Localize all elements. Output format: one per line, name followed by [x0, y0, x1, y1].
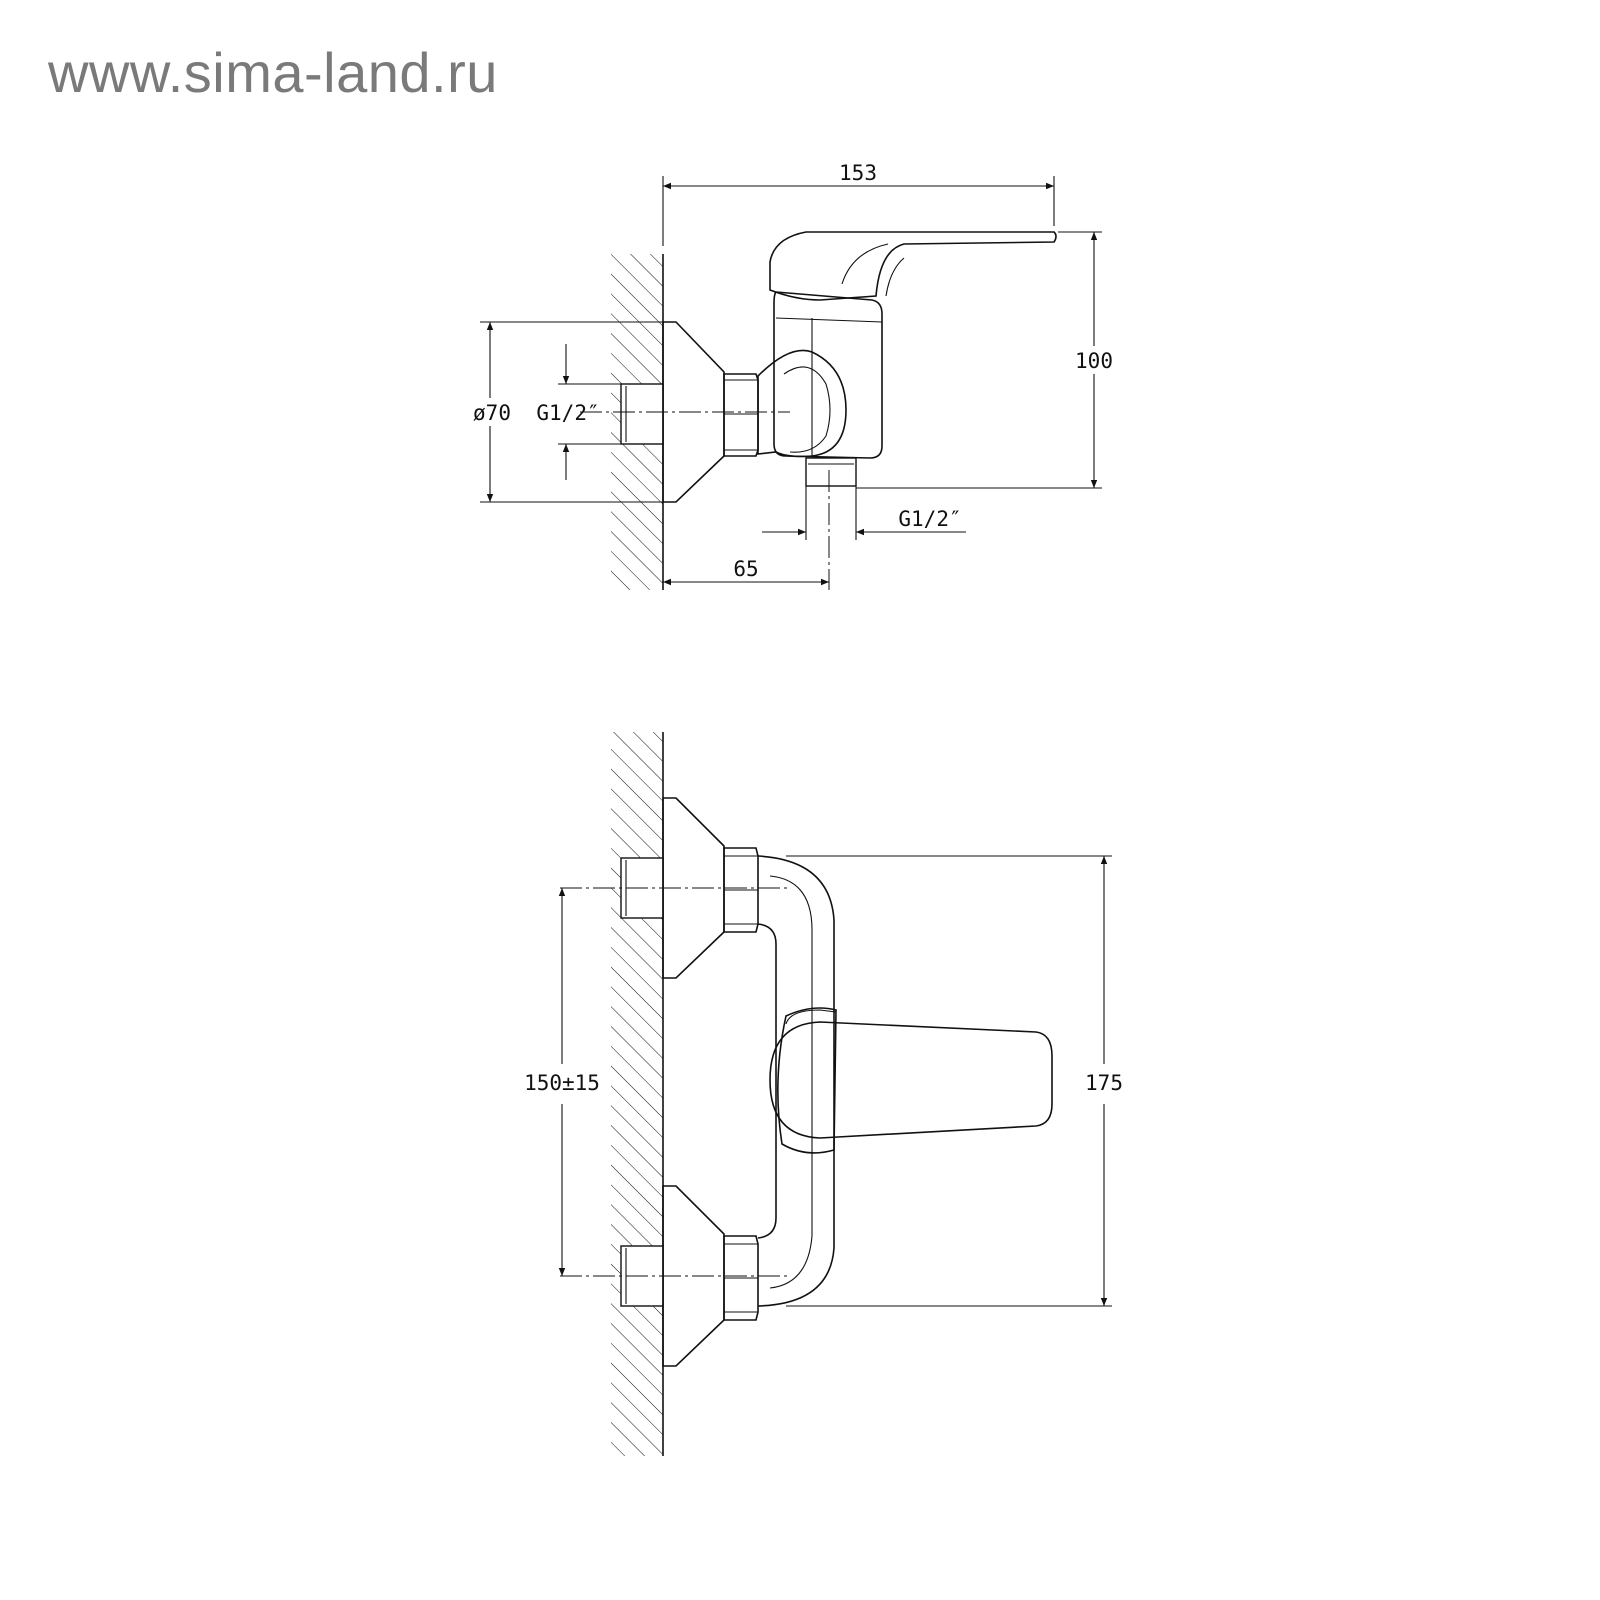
- lever-front: [769, 1021, 1053, 1139]
- wall-hatch-front: [611, 732, 663, 1456]
- mixer-body-top: [773, 291, 883, 459]
- lever-top: [769, 231, 1057, 301]
- site-watermark: www.sima-land.ru: [48, 41, 498, 104]
- inlet-pipe-stub: [620, 383, 664, 445]
- dim-inlet-spacing: 150±15: [524, 1071, 600, 1095]
- dim-height-front: 175: [1085, 1071, 1123, 1095]
- dim-inlet-thread: G1/2″: [536, 401, 599, 425]
- connecting-pipe: [757, 855, 835, 1307]
- front-view: 150±15 175: [518, 732, 1134, 1456]
- dim-diameter: ø70: [473, 401, 511, 425]
- dim-offset: 65: [733, 557, 758, 581]
- dim-outlet-thread: G1/2″: [898, 507, 961, 531]
- elbow-connector: [757, 349, 847, 458]
- dim-height-top: 100: [1075, 349, 1113, 373]
- side-view: 153 100 ø70 G1/2″ G1/2″ 65: [466, 161, 1122, 590]
- dim-width-top: 153: [839, 161, 877, 185]
- hex-nut-top: [723, 373, 759, 457]
- mixer-body-front: [777, 1007, 837, 1154]
- outlet-thread: [805, 457, 857, 487]
